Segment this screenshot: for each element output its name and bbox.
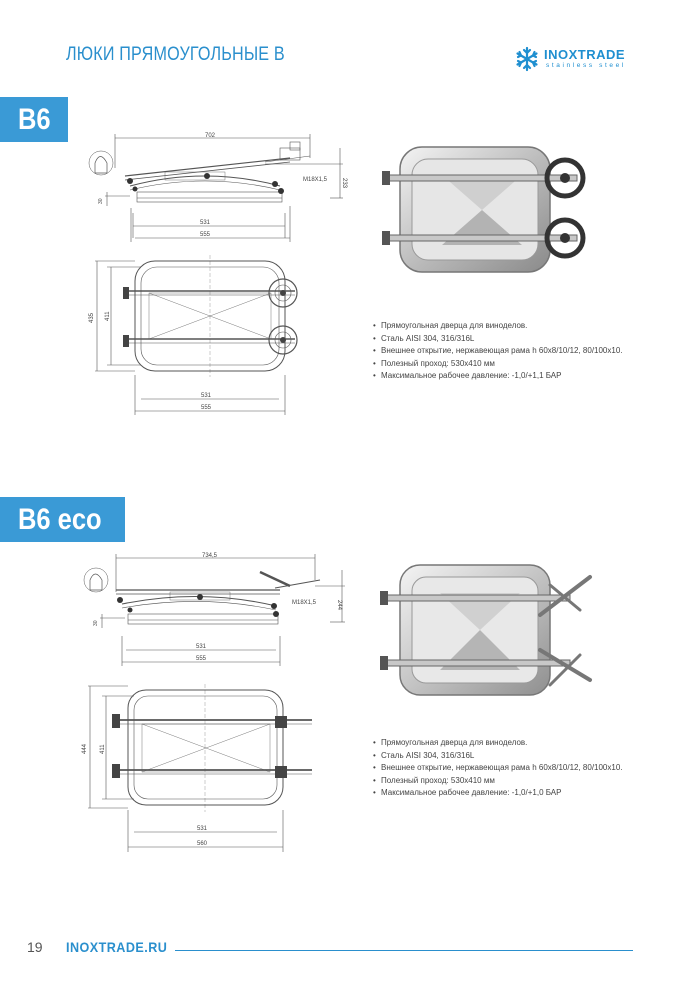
dim-thread: M18X1,5: [292, 600, 317, 606]
dim-left: 30: [93, 620, 99, 626]
dim-thread: M18X1,5: [303, 177, 328, 183]
plan-dim-height-outer: 435: [89, 312, 95, 323]
b6-product-photo: [382, 146, 586, 273]
dim-height: 244: [336, 600, 342, 611]
footer-divider: [175, 950, 633, 951]
b6-eco-side-drawing: 734,5 M18X1,5 531 555 244 30: [83, 553, 345, 666]
spec-item: Внешнее открытие, нержавеющая рама h 60x…: [373, 345, 663, 358]
spec-item: Прямоугольная дверца для виноделов.: [373, 320, 663, 333]
b6-plan-drawing: 435 411 531 555: [89, 255, 298, 415]
dim-width: 702: [205, 133, 216, 139]
section-tab-b6: B6: [0, 97, 68, 142]
spec-item: Полезный проход: 530x410 мм: [373, 358, 663, 371]
dim-inner: 531: [196, 644, 207, 650]
plan-dim-inner: 531: [201, 393, 212, 399]
plan-dim-outer: 555: [201, 405, 212, 411]
plan-dim-height-inner: 411: [105, 311, 111, 321]
spec-item: Сталь AISI 304, 316/316L: [373, 750, 663, 763]
spec-item: Внешнее открытие, нержавеющая рама h 60x…: [373, 762, 663, 775]
spec-item: Максимальное рабочее давление: -1,0/+1,0…: [373, 787, 663, 800]
b6-spec-list: Прямоугольная дверца для виноделов. Стал…: [373, 320, 663, 383]
dim-outer: 555: [200, 232, 211, 238]
plan-dim-height-outer: 444: [82, 743, 88, 754]
plan-dim-outer: 560: [197, 841, 208, 847]
spec-item: Максимальное рабочее давление: -1,0/+1,1…: [373, 370, 663, 383]
b6-side-drawing: 702 M18X1,5 531 555 233 30: [88, 133, 347, 242]
plan-dim-height-inner: 411: [100, 744, 106, 754]
dim-width: 734,5: [202, 553, 218, 559]
dim-height: 233: [341, 178, 347, 189]
logo-text: INOXTRADE: [544, 47, 626, 62]
section-tab-b6-eco: B6 eco: [0, 497, 125, 542]
snowflake-logo-icon: [516, 46, 538, 72]
page-title: ЛЮКИ ПРЯМОУГОЛЬНЫЕ В: [66, 44, 285, 65]
spec-item: Сталь AISI 304, 316/316L: [373, 333, 663, 346]
spec-item: Прямоугольная дверца для виноделов.: [373, 737, 663, 750]
dim-left: 30: [98, 198, 104, 204]
spec-item: Полезный проход: 530x410 мм: [373, 775, 663, 788]
footer-url-link[interactable]: INOXTRADE.RU: [66, 939, 168, 955]
logo-subtitle: stainless steel: [546, 62, 626, 69]
dim-inner: 531: [200, 220, 211, 226]
dim-outer: 555: [196, 656, 207, 662]
b6-eco-spec-list: Прямоугольная дверца для виноделов. Стал…: [373, 737, 663, 800]
page-number: 19: [27, 939, 43, 955]
plan-dim-inner: 531: [197, 826, 208, 832]
brand-logo: INOXTRADE stainless steel: [514, 44, 644, 74]
b6-eco-product-photo: [380, 564, 592, 696]
b6-eco-plan-drawing: 444 411 531 560: [82, 684, 312, 852]
